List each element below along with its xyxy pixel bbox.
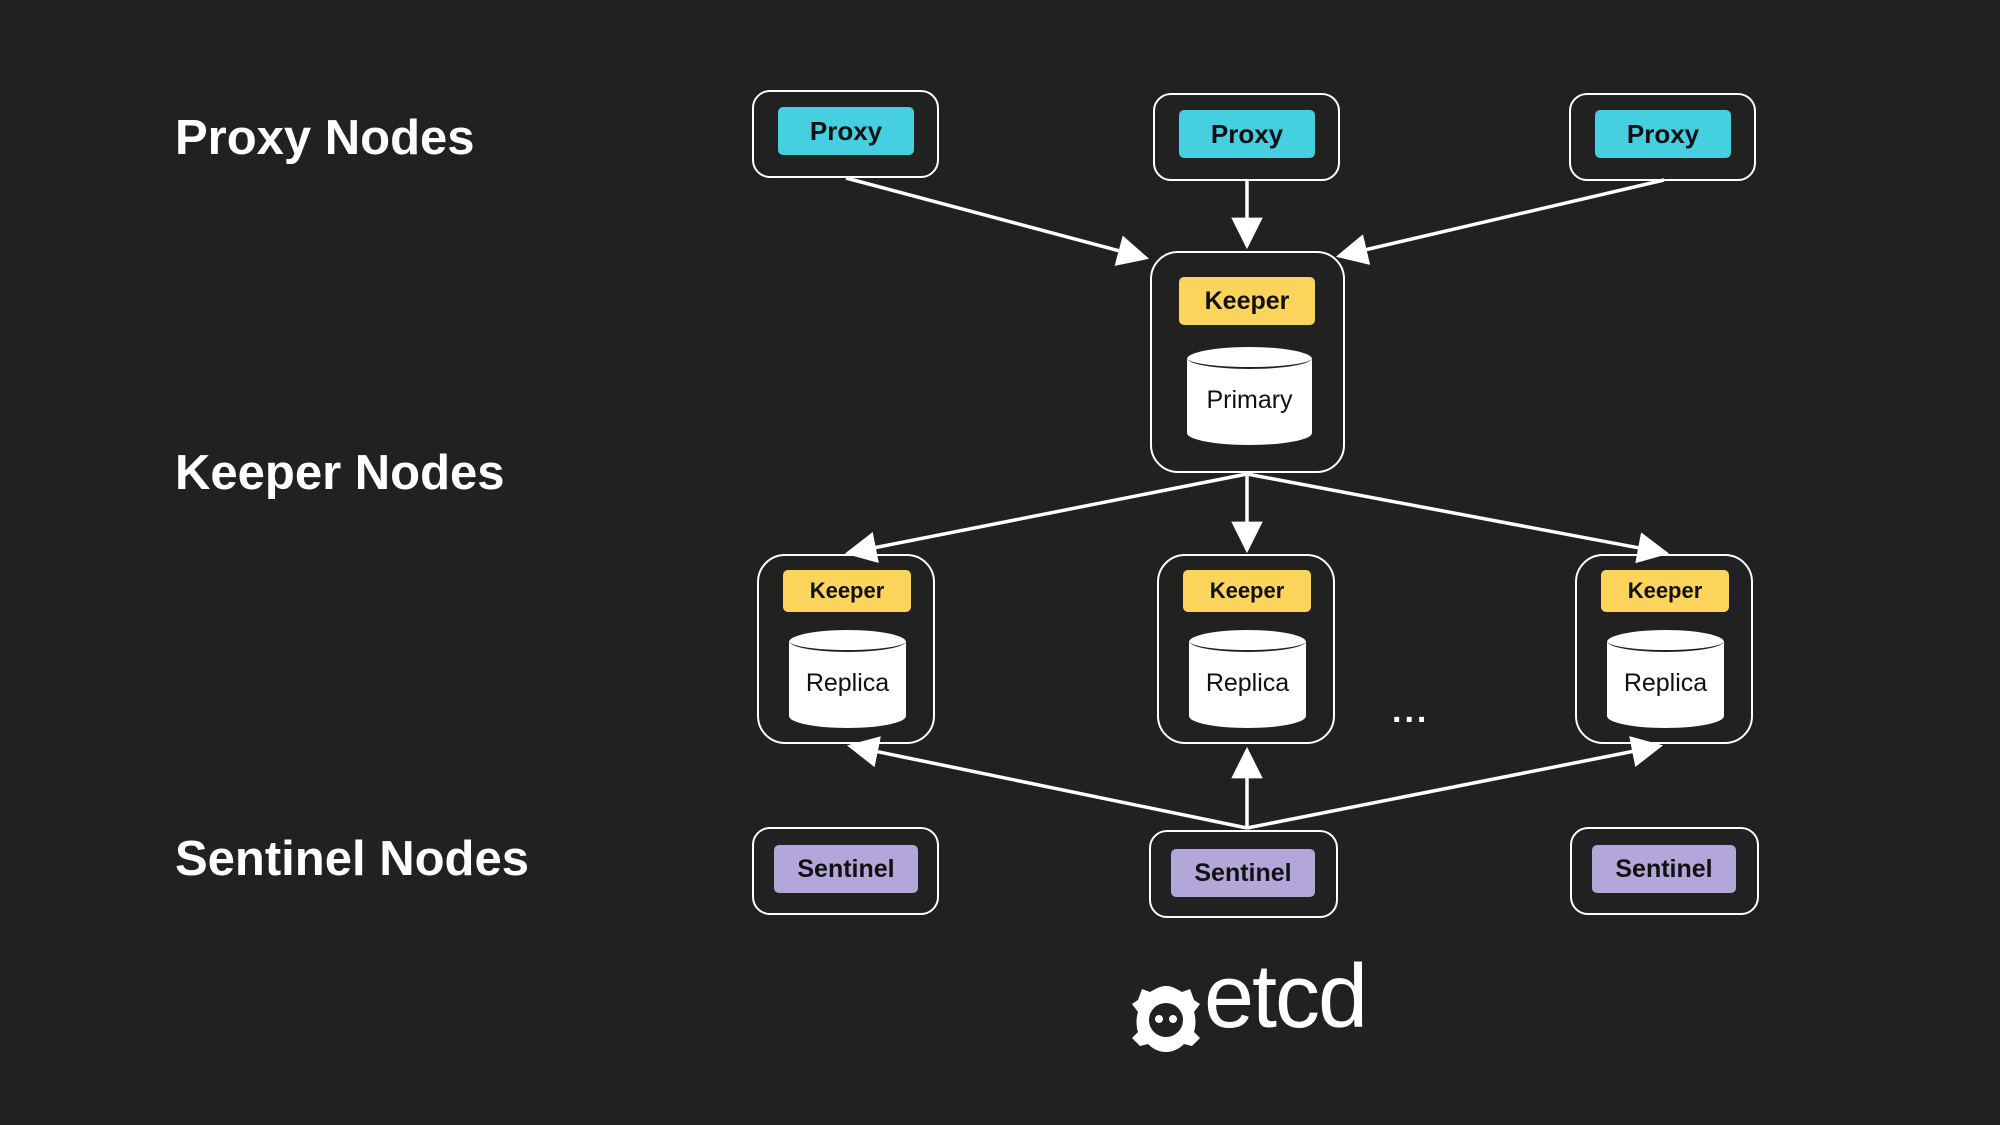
sentinel-node-3: Sentinel xyxy=(1570,827,1759,915)
sentinel-nodes-label: Sentinel Nodes xyxy=(175,832,529,886)
primary-keeper-node: Keeper Primary xyxy=(1150,251,1345,473)
proxy-node-1: Proxy xyxy=(752,90,939,178)
replica-keeper-node-3: Keeper Replica xyxy=(1575,554,1753,744)
arrow-proxy3-to-primary xyxy=(1335,178,1665,265)
etcd-logo-text: etcd xyxy=(1204,947,1368,1047)
proxy-chip: Proxy xyxy=(1179,110,1315,158)
proxy-node-2: Proxy xyxy=(1153,93,1340,181)
keeper-chip: Keeper xyxy=(1179,277,1315,325)
arrow-primary-to-replica3 xyxy=(1246,472,1670,564)
keeper-nodes-label: Keeper Nodes xyxy=(175,446,505,500)
proxy-chip: Proxy xyxy=(1595,110,1731,158)
database-label: Replica xyxy=(1205,668,1290,697)
more-replicas-ellipsis: ... xyxy=(1392,692,1430,730)
sentinel-chip: Sentinel xyxy=(1592,845,1736,893)
arrow-sentinel-to-replica3 xyxy=(1246,736,1664,830)
replica-keeper-node-1: Keeper Replica xyxy=(757,554,935,744)
replica-database: Replica xyxy=(1607,630,1724,728)
arrow-primary-to-replica1 xyxy=(844,472,1248,563)
keeper-chip: Keeper xyxy=(783,570,911,612)
proxy-nodes-label: Proxy Nodes xyxy=(175,111,475,165)
sentinel-chip: Sentinel xyxy=(774,845,918,893)
replica-keeper-node-2: Keeper Replica xyxy=(1157,554,1335,744)
replica-database: Replica xyxy=(1189,630,1306,728)
keeper-chip: Keeper xyxy=(1183,570,1311,612)
database-label: Replica xyxy=(1623,668,1708,697)
sentinel-chip: Sentinel xyxy=(1171,849,1315,897)
database-label: Primary xyxy=(1206,385,1293,414)
proxy-node-3: Proxy xyxy=(1569,93,1756,181)
etcd-logo-icon xyxy=(1132,986,1200,1052)
sentinel-node-2: Sentinel xyxy=(1149,830,1338,918)
database-label: Replica xyxy=(805,668,890,697)
proxy-chip: Proxy xyxy=(778,107,914,155)
sentinel-node-1: Sentinel xyxy=(752,827,939,915)
arrow-proxy1-to-primary xyxy=(845,176,1150,266)
replica-database: Replica xyxy=(789,630,906,728)
arrow-sentinel-to-replica1 xyxy=(846,736,1248,830)
primary-database: Primary xyxy=(1187,347,1312,445)
keeper-chip: Keeper xyxy=(1601,570,1729,612)
